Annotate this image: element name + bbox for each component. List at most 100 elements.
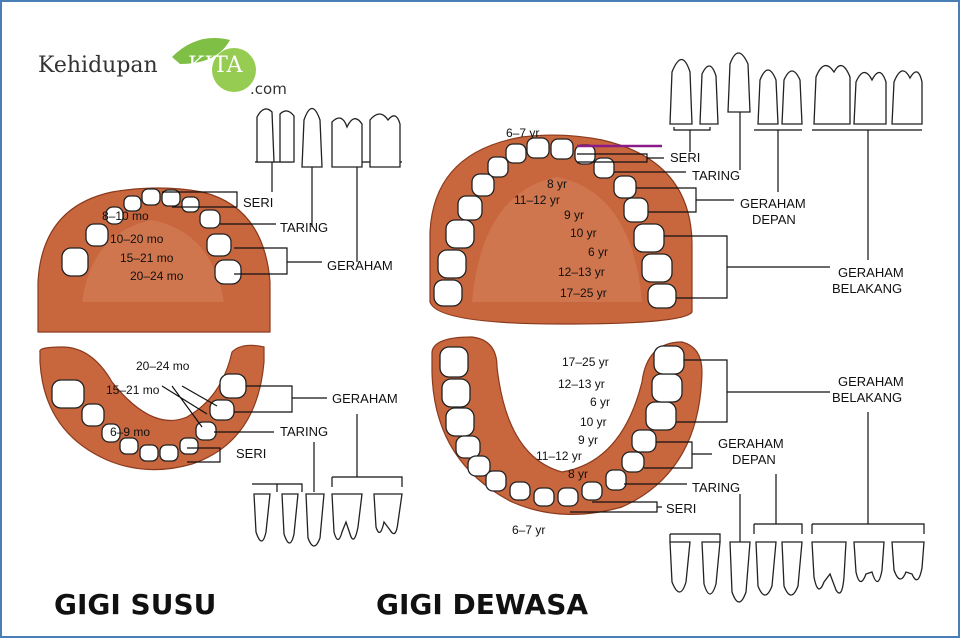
permanent-upper-premolar (472, 174, 494, 196)
logo-text-suffix: .com (250, 80, 287, 98)
age-label: 8–10 mo (102, 209, 149, 223)
primary-lower-molar (82, 404, 104, 426)
primary-lower-incisor (180, 438, 198, 454)
label-taring: TARING (692, 168, 740, 183)
side-incisor (254, 494, 270, 541)
age-label: 6–9 mo (110, 425, 150, 439)
permanent-upper-arch: 6–7 yr 8 yr 11–12 yr 9 yr 10 yr 6 yr 12–… (430, 53, 922, 324)
primary-lower-incisor (160, 445, 178, 461)
side-premolar (782, 542, 802, 595)
primary-lower-arch: 20–24 mo 15–21 mo 6–9 mo GERAHAM TARING … (40, 345, 402, 546)
label-seri: SERI (236, 446, 266, 461)
leader-line (670, 412, 924, 542)
side-incisor (670, 60, 692, 125)
side-canine (728, 53, 750, 112)
primary-upper-arch: 8–10 mo 10–20 mo 15–21 mo 20–24 mo SERI … (38, 109, 402, 333)
label-seri: SERI (243, 195, 273, 210)
label-geraham-belakang-1: GERAHAM (838, 265, 904, 280)
label-geraham-depan-2: DEPAN (732, 452, 776, 467)
permanent-lower-premolar (622, 452, 644, 472)
age-label: 8 yr (547, 177, 567, 191)
label-geraham: GERAHAM (327, 258, 393, 273)
label-geraham-belakang-1: GERAHAM (838, 374, 904, 389)
age-label: 8 yr (568, 467, 588, 481)
logo-text-accent: KITA (188, 53, 244, 78)
permanent-lower-molar (654, 346, 684, 374)
side-canine (302, 109, 322, 168)
primary-lower-canine (196, 422, 216, 440)
permanent-lower-incisor (582, 482, 602, 500)
age-label: 17–25 yr (562, 355, 609, 369)
side-premolar (758, 70, 778, 124)
age-label: 6–7 yr (512, 523, 545, 537)
primary-upper-molar (86, 224, 108, 246)
age-label: 6 yr (588, 245, 608, 259)
permanent-lower-molar (652, 374, 682, 402)
label-taring: TARING (280, 220, 328, 235)
side-incisor (670, 542, 690, 592)
side-incisor (282, 494, 298, 543)
side-incisor (280, 111, 294, 162)
side-molar (332, 118, 362, 167)
side-molar (370, 114, 400, 167)
label-seri: SERI (666, 501, 696, 516)
permanent-lower-premolar (456, 436, 480, 458)
age-label: 12–13 yr (558, 265, 605, 279)
age-label: 10–20 mo (110, 232, 164, 246)
side-premolar (782, 71, 802, 124)
primary-lower-molar (210, 400, 234, 420)
permanent-upper-molar (434, 280, 462, 306)
permanent-upper-molar (648, 284, 676, 308)
age-label: 15–21 mo (120, 251, 174, 265)
permanent-upper-incisor (551, 139, 573, 159)
primary-lower-incisor (120, 438, 138, 454)
side-canine (730, 542, 750, 602)
side-molar (892, 542, 924, 580)
permanent-lower-premolar (632, 430, 656, 452)
age-label: 6 yr (590, 395, 610, 409)
age-label: 11–12 yr (536, 449, 582, 463)
side-incisor (257, 109, 274, 162)
permanent-lower-incisor (558, 488, 578, 506)
permanent-lower-molar (442, 379, 470, 407)
primary-upper-incisor (182, 197, 199, 212)
side-molar (814, 66, 850, 124)
side-molar (812, 542, 846, 593)
permanent-lower-incisor (510, 482, 530, 500)
label-geraham-belakang-2: BELAKANG (832, 390, 902, 405)
side-incisor (702, 542, 720, 594)
permanent-lower-premolar (468, 456, 490, 476)
permanent-lower-molar (440, 347, 468, 377)
permanent-upper-premolar (458, 196, 482, 220)
permanent-upper-molar (642, 254, 672, 282)
leader-line (255, 152, 402, 262)
side-molar (854, 72, 886, 124)
title-primary: GIGI SUSU (54, 588, 216, 621)
primary-lower-molar (220, 374, 246, 398)
side-incisor (700, 66, 718, 124)
label-seri: SERI (670, 150, 700, 165)
age-label: 12–13 yr (558, 377, 605, 391)
side-molar (374, 494, 402, 534)
primary-upper-molar (62, 248, 88, 276)
side-premolar (756, 542, 776, 595)
age-label: 10 yr (580, 415, 607, 429)
permanent-lower-canine (486, 471, 506, 491)
primary-upper-molar (215, 260, 241, 284)
permanent-upper-molar (438, 250, 466, 278)
logo: Kehidupan KITA .com (38, 38, 287, 98)
permanent-upper-canine (594, 158, 614, 178)
label-geraham-depan-1: GERAHAM (718, 436, 784, 451)
age-label: 15–21 mo (106, 383, 160, 397)
label-geraham: GERAHAM (332, 391, 398, 406)
permanent-upper-molar (634, 224, 664, 252)
age-label: 9 yr (564, 208, 584, 222)
title-permanent: GIGI DEWASA (376, 588, 588, 621)
leader-line (674, 112, 922, 260)
logo-text-main: Kehidupan (38, 53, 158, 78)
permanent-lower-arch: 17–25 yr 12–13 yr 6 yr 10 yr 9 yr 11–12 … (432, 337, 924, 602)
age-label: 20–24 mo (130, 269, 184, 283)
primary-lower-incisor (140, 445, 158, 461)
label-geraham-depan-1: GERAHAM (740, 196, 806, 211)
